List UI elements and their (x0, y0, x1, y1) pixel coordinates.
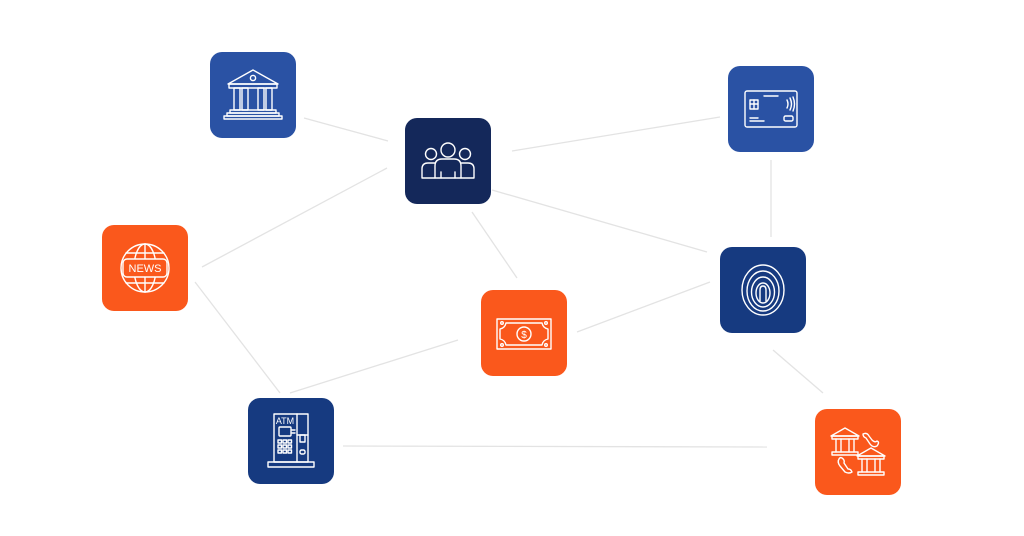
edge-people-money (471, 211, 518, 279)
bank-call-icon (830, 427, 886, 476)
news-label: NEWS (129, 263, 162, 275)
credit-card-icon (744, 90, 798, 128)
fingerprint-icon (741, 264, 785, 316)
edge-people-news (201, 167, 388, 268)
edge-people-fingerprint (491, 189, 708, 253)
node-bank[interactable] (210, 52, 296, 138)
dollar-sign: $ (521, 330, 527, 341)
bank-icon (223, 69, 283, 120)
node-news[interactable]: NEWS (102, 225, 188, 311)
atm-label: ATM (276, 416, 294, 426)
news-globe-icon: NEWS (120, 243, 170, 293)
banknote-icon: $ (496, 318, 552, 350)
edge-money-fingerprint (576, 281, 711, 333)
edge-atm-money (289, 339, 459, 394)
node-card[interactable] (728, 66, 814, 152)
node-bank-transfer[interactable] (815, 409, 901, 495)
atm-icon: ATM (267, 413, 315, 468)
edge-people-card (511, 116, 721, 152)
people-group-icon (421, 142, 475, 179)
node-money[interactable]: $ (481, 290, 567, 376)
node-fingerprint[interactable] (720, 247, 806, 333)
node-people[interactable] (405, 118, 491, 204)
edge-news-atm (194, 281, 281, 394)
edge-bank-people (303, 117, 389, 142)
edge-atm-bank-transfer (342, 445, 768, 448)
node-atm[interactable]: ATM (248, 398, 334, 484)
edge-fingerprint-bank-transfer (772, 349, 824, 394)
